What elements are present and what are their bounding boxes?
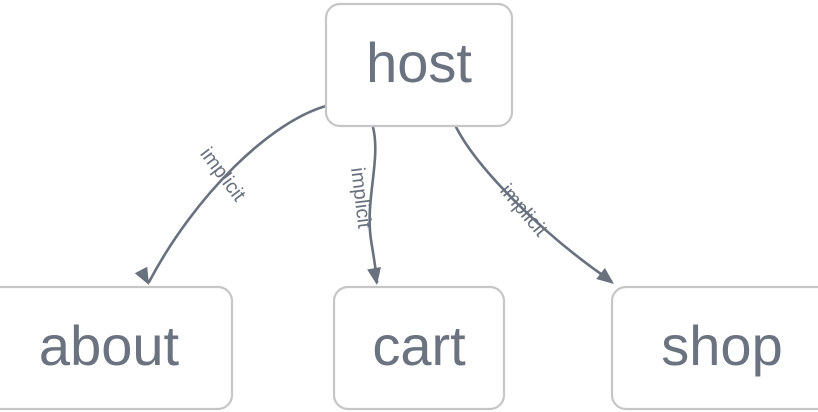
node-box-host[interactable] [324, 2, 514, 128]
edge-host-to-shop[interactable]: implicit [454, 125, 618, 290]
node-host[interactable]: host [324, 2, 514, 128]
edge-line [454, 125, 613, 283]
arrow-head-icon [596, 268, 614, 284]
edge-host-to-about[interactable]: implicit [134, 104, 328, 288]
node-box-shop[interactable] [610, 285, 818, 411]
node-label-cart: cart [372, 314, 466, 377]
edge-label: implicit [346, 166, 375, 230]
edge-line [147, 104, 328, 284]
edge-host-to-cart[interactable]: implicit [346, 125, 384, 286]
edge-label: implicit [195, 144, 250, 206]
node-about[interactable]: about [0, 285, 234, 411]
node-label-shop: shop [661, 314, 782, 377]
node-cart[interactable]: cart [332, 285, 506, 411]
arrow-head-icon [134, 266, 149, 285]
node-shop[interactable]: shop [610, 285, 818, 411]
arrow-head-icon [367, 267, 381, 285]
node-box-about[interactable] [0, 285, 234, 411]
edge-label: implicit [495, 180, 551, 241]
node-box-cart[interactable] [332, 285, 506, 411]
node-label-host: host [366, 31, 472, 94]
node-label-about: about [39, 314, 180, 377]
